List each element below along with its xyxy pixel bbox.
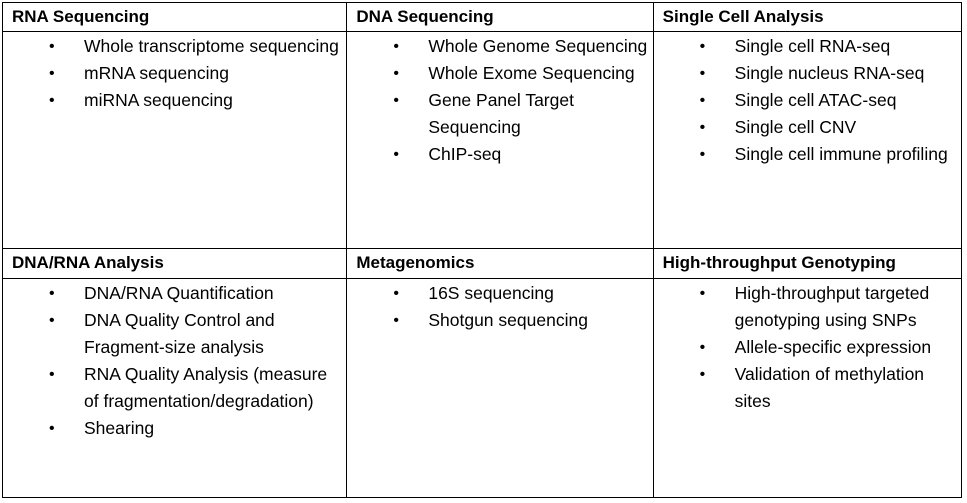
bullet-icon: • [393,92,399,110]
list-item: • Single cell immune profiling [654,141,961,168]
header-metagenomics: Metagenomics [346,248,654,279]
list-item-text: Allele-specific expression [734,336,932,357]
list-item: • Single cell CNV [654,114,961,141]
bullet-icon: • [699,92,706,110]
metagenomics-list: • 16S sequencing • Shotgun sequencing [347,279,652,334]
list-item-text: Single cell immune profiling [734,144,948,165]
list-item-text: Shearing [84,417,155,438]
bullet-icon: • [699,338,706,356]
header-dna-rna-analysis: DNA/RNA Analysis [1,248,348,279]
list-item: • Validation of methylation sites [654,361,961,415]
bullet-icon: • [699,284,706,302]
list-item: • DNA/RNA Quantification [3,280,346,307]
bullet-icon: • [699,65,706,83]
cell-single-cell-analysis: • Single cell RNA-seq • Single nucleus RNA… [652,31,963,250]
bullet-icon: • [699,365,706,383]
bullet-icon: • [699,146,706,164]
cell-metagenomics: • 16S sequencing • Shotgun sequencing [346,277,654,499]
header-dna-sequencing: DNA Sequencing [346,1,654,33]
list-item-text: DNA/RNA Quantification [84,282,274,303]
list-item: • 16S sequencing [347,280,652,307]
list-item: • Shearing [3,415,346,442]
list-item: • Allele-specific expression [654,334,961,361]
list-item-text: Whole Genome Sequencing [428,36,648,57]
list-item-text: Whole Exome Sequencing [428,63,635,84]
bullet-icon: • [393,38,399,56]
list-item-text: ChIP-seq [428,144,502,165]
list-item: • ChIP-seq [347,141,652,168]
single-cell-analysis-list: • Single cell RNA-seq • Single nucleus RNA… [654,32,961,168]
list-item: • Single cell RNA-seq [654,33,961,60]
dna-sequencing-list: • Whole Genome Sequencing • Whole Exome Se… [347,32,652,168]
list-item-text: miRNA sequencing [84,90,233,111]
bullet-icon: • [699,38,706,56]
high-throughput-genotyping-list: • High-throughput targeted genotyping usi… [654,279,961,415]
bullet-icon: • [49,65,55,83]
list-item-text: 16S sequencing [428,282,554,303]
rna-sequencing-list: • Whole transcriptome sequencing • mRNA se… [3,32,346,114]
list-item: • miRNA sequencing [3,87,346,114]
bullet-icon: • [49,284,55,302]
bullet-icon: • [49,365,55,383]
list-item: • Gene Panel Target Sequencing [347,87,652,141]
list-item-text: DNA Quality Control and Fragment-size an… [84,309,275,357]
bullet-icon: • [49,311,55,329]
cell-high-throughput-genotyping: • High-throughput targeted genotyping usi… [652,277,963,499]
list-item: • Whole Genome Sequencing [347,33,652,60]
cell-rna-sequencing: • Whole transcriptome sequencing • mRNA se… [1,31,348,250]
bullet-icon: • [49,38,55,56]
list-item-text: High-throughput targeted genotyping usin… [734,282,930,330]
header-high-throughput-genotyping: High-throughput Genotyping [652,248,963,279]
list-item-text: Single cell ATAC-seq [734,90,897,111]
list-item: • Whole Exome Sequencing [347,60,652,87]
dna-rna-analysis-list: • DNA/RNA Quantification • DNA Quality Con… [3,279,346,442]
cell-dna-sequencing: • Whole Genome Sequencing • Whole Exome Se… [346,31,654,250]
list-item-text: Single cell RNA-seq [734,36,891,57]
list-item-text: Shotgun sequencing [428,309,588,330]
bullet-icon: • [393,284,399,302]
list-item-text: RNA Quality Analysis (measure of fragmen… [84,363,328,411]
bullet-icon: • [49,92,55,110]
bullet-icon: • [393,311,399,329]
cell-dna-rna-analysis: • DNA/RNA Quantification • DNA Quality Con… [1,277,348,499]
list-item-text: Whole transcriptome sequencing [84,36,339,57]
list-item-text: Single cell CNV [734,117,857,138]
bullet-icon: • [393,65,399,83]
list-item-text: Single nucleus RNA-seq [734,63,925,84]
header-rna-sequencing: RNA Sequencing [1,1,348,33]
list-item-text: Validation of methylation sites [734,363,925,411]
list-item: • RNA Quality Analysis (measure of fragme… [3,361,346,415]
list-item-text: mRNA sequencing [84,63,229,84]
list-item: • Whole transcriptome sequencing [3,33,346,60]
list-item: • Shotgun sequencing [347,307,652,334]
list-item-text: Gene Panel Target Sequencing [428,90,574,138]
list-item: • mRNA sequencing [3,60,346,87]
bullet-icon: • [393,146,399,164]
list-item: • DNA Quality Control and Fragment-size a… [3,307,346,361]
bullet-icon: • [699,119,706,137]
list-item: • High-throughput targeted genotyping usi… [654,280,961,334]
header-single-cell-analysis: Single Cell Analysis [652,1,963,33]
list-item: • Single cell ATAC-seq [654,87,961,114]
list-item: • Single nucleus RNA-seq [654,60,961,87]
bullet-icon: • [49,419,55,437]
